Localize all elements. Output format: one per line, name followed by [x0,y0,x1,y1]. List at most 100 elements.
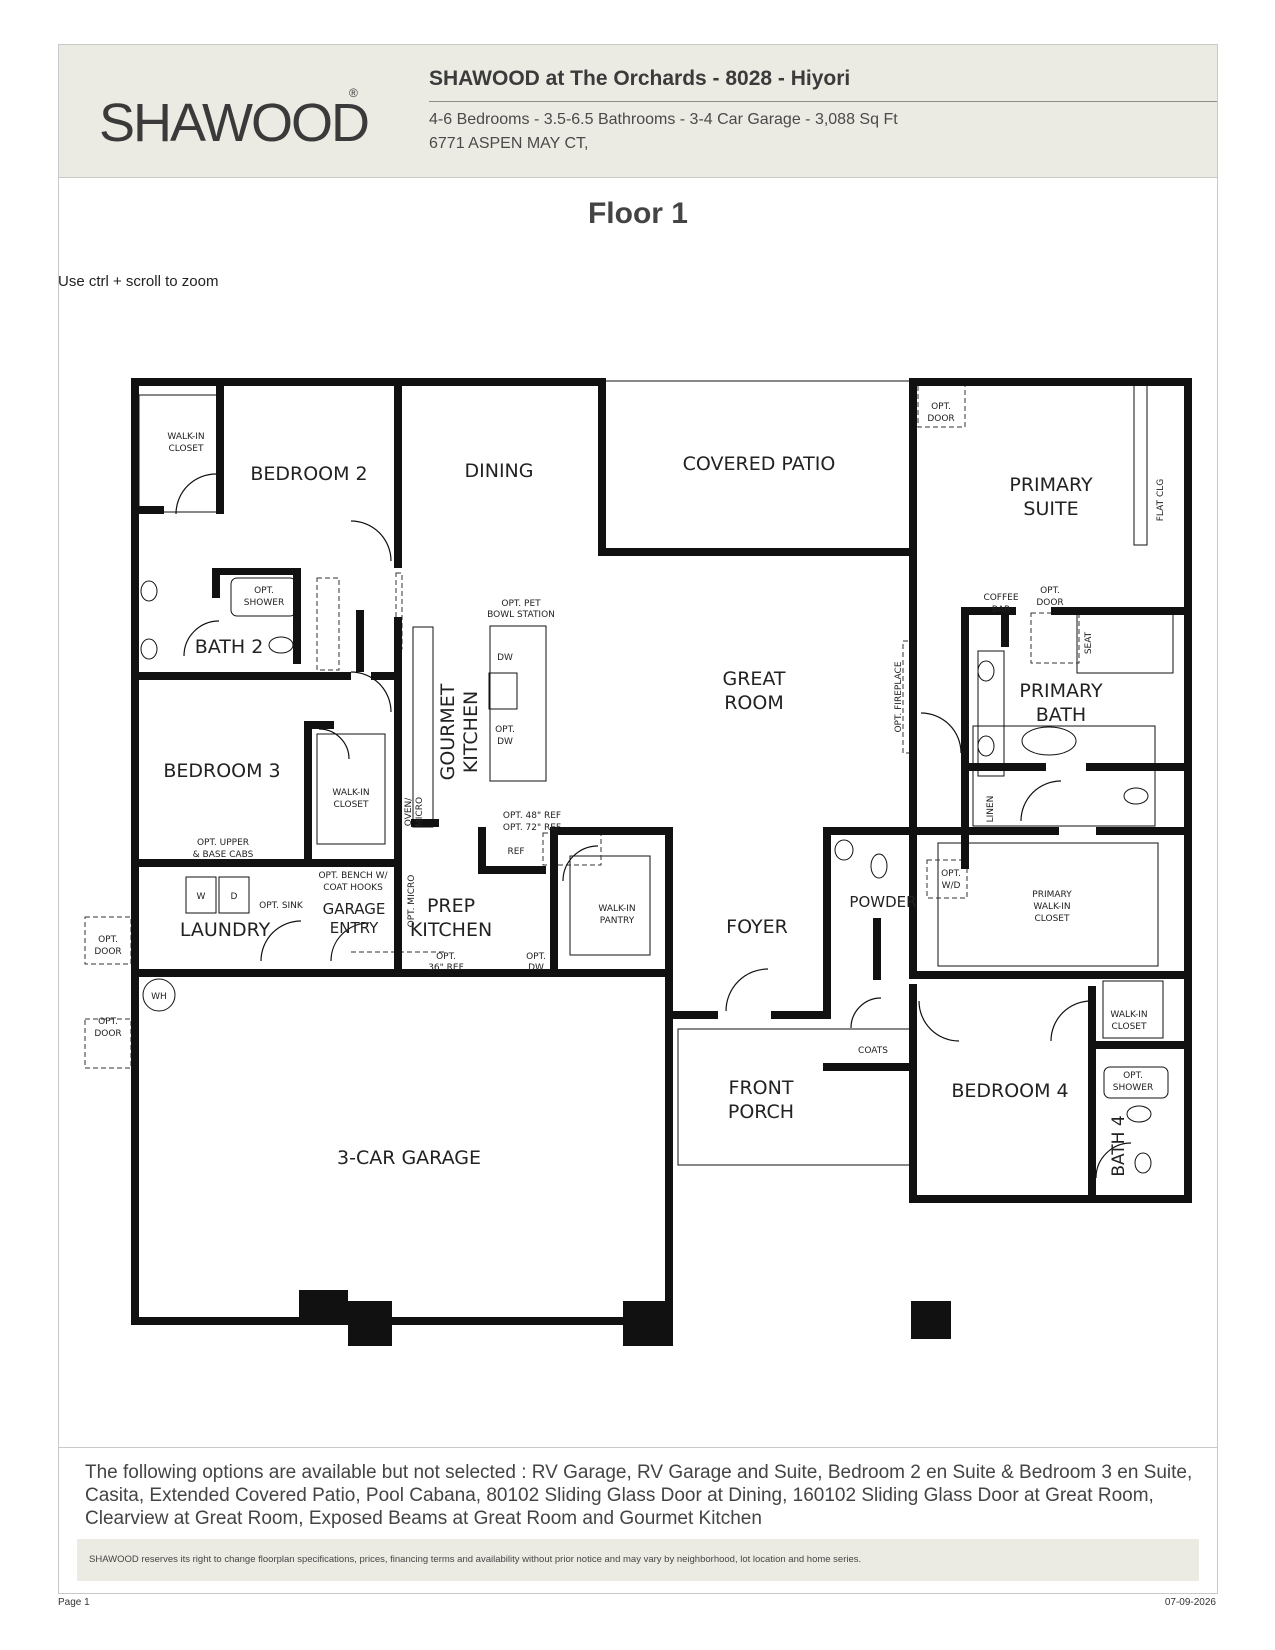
label-great-room-2: ROOM [724,692,784,714]
note-opt-dw-prep-2: DW [528,963,544,973]
label-front-porch-2: PORCH [728,1101,794,1123]
zoom-hint: Use ctrl + scroll to zoom [58,273,219,290]
note-opt-dw-1: OPT. [495,725,515,735]
note-primary-walkin-2: WALK-IN [1033,902,1070,912]
label-gourmet-kitchen-2: KITCHEN [460,691,482,773]
unselected-options-text: The following options are available but … [85,1462,1193,1529]
note-coffee-bar-2: BAR [992,605,1011,615]
note-opt-48-ref: OPT. 48" REF [503,811,561,821]
optional-dashed-features [84,380,1080,1069]
note-oven-micro-2: MICRO [415,797,425,827]
note-opt-wd-1: OPT. [941,869,961,879]
door-swings [175,473,1132,1179]
label-3-car-garage: 3-CAR GARAGE [337,1147,481,1169]
note-walkin-closet-bed3-2: CLOSET [334,800,369,810]
note-opt-door-garage-1: OPT. [98,1017,118,1027]
note-opt-door-suite-2: DOOR [927,414,954,424]
logo-registered-mark: ® [349,86,358,100]
note-opt-door-suite-1: OPT. [931,402,951,412]
note-opt-dw-2: DW [497,737,513,747]
note-primary-walkin-3: CLOSET [1035,914,1070,924]
label-prep-kitchen-2: KITCHEN [410,919,492,941]
label-prep-kitchen-1: PREP [427,895,475,917]
label-bedroom-3: BEDROOM 3 [163,760,280,782]
plan-specs: 4-6 Bedrooms - 3.5-6.5 Bathrooms - 3-4 C… [429,111,898,128]
page-number: Page 1 [58,1597,90,1608]
note-walkin-closet-bed2-2: CLOSET [169,444,204,454]
floor-title: Floor 1 [587,197,688,230]
label-garage-entry-2: ENTRY [330,919,379,937]
shawood-logo: SHAWOOD ® [99,86,370,153]
label-powder: POWDER [849,893,916,911]
note-opt-sink: OPT. SINK [259,901,304,911]
brochure-sheet: SHAWOOD ® SHAWOOD at The Orchards - 8028… [58,44,1218,1594]
label-primary-bath-2: BATH [1036,704,1086,726]
logo-wordmark: SHAWOOD [99,93,368,153]
note-opt-shower-bath4-2: SHOWER [1113,1083,1153,1093]
label-covered-patio: COVERED PATIO [683,453,836,475]
label-primary-bath-1: PRIMARY [1019,680,1103,702]
floor-plan[interactable]: BEDROOM 2 DINING COVERED PATIO PRIMARY S… [59,45,1217,1445]
label-gourmet-kitchen-1: GOURMET [437,683,459,780]
note-washer: W [197,892,206,902]
note-opt-dw-prep-1: OPT. [526,952,546,962]
note-opt-micro: OPT. MICRO [407,875,417,928]
bottom-divider [59,1447,1217,1448]
label-bath-4: BATH 4 [1109,1115,1129,1176]
note-water-heater: WH [151,992,167,1002]
note-opt-36-ref-1: OPT. [436,952,456,962]
note-walkin-pantry-2: PANTRY [600,916,635,926]
note-walkin-pantry-1: WALK-IN [598,904,635,914]
note-opt-door-laundry-2: DOOR [94,947,121,957]
note-opt-shower-bath2-1: OPT. [254,586,274,596]
label-bedroom-4: BEDROOM 4 [951,1080,1068,1102]
header-band: SHAWOOD ® SHAWOOD at The Orchards - 8028… [59,45,1217,178]
note-primary-walkin-1: PRIMARY [1032,890,1072,900]
label-foyer: FOYER [726,916,788,938]
fixture-notes: WALK-IN CLOSET OPT. SHOWER OPT. DOOR FLA… [94,402,1166,1093]
fixtures [140,580,1152,1174]
note-opt-shower-bath2-2: SHOWER [244,598,284,608]
note-opt-door-laundry-1: OPT. [98,935,118,945]
note-opt-upper-2: & BASE CABS [193,850,254,860]
note-opt-72-ref: OPT. 72" REF [503,823,561,833]
note-oven-micro-1: OVEN/ [404,797,414,827]
label-bath-2: BATH 2 [195,636,264,658]
note-opt-bench-1: OPT. BENCH W/ [318,871,388,881]
thin-outlines [138,379,1174,1166]
note-coats: COATS [858,1046,888,1056]
label-garage-entry-1: GARAGE [323,900,386,918]
note-dw: DW [497,653,513,663]
note-opt-shower-bath4-1: OPT. [1123,1071,1143,1081]
label-bedroom-2: BEDROOM 2 [250,463,367,485]
note-opt-door-bath-1: OPT. [1040,586,1060,596]
label-primary-suite-1: PRIMARY [1009,474,1093,496]
note-opt-bench-2: COAT HOOKS [323,883,383,893]
note-linen: LINEN [986,796,996,823]
note-flat-clg: FLAT CLG [1156,479,1166,522]
note-pet-bowl-2: BOWL STATION [487,610,555,620]
label-primary-suite-2: SUITE [1023,498,1078,520]
note-walkin-closet-bed4-1: WALK-IN [1110,1010,1147,1020]
walls [131,378,1192,1346]
note-opt-upper-1: OPT. UPPER [197,838,249,848]
note-opt-door-garage-2: DOOR [94,1029,121,1039]
note-opt-wd-2: W/D [942,881,961,891]
note-dryer: D [231,892,238,902]
plan-address: 6771 ASPEN MAY CT, [429,135,589,152]
header-divider [429,101,1217,102]
note-walkin-closet-bed2-1: WALK-IN [167,432,204,442]
note-ref: REF [507,847,524,857]
label-dining: DINING [465,460,534,482]
disclaimer-band: SHAWOOD reserves its right to change flo… [77,1539,1199,1581]
note-coffee-bar-1: COFFEE [983,593,1018,603]
note-walkin-closet-bed3-1: WALK-IN [332,788,369,798]
note-pet-bowl-1: OPT. PET [501,599,541,609]
note-opt-fireplace: OPT. FIREPLACE [894,661,904,732]
plan-title: SHAWOOD at The Orchards - 8028 - Hiyori [429,67,851,90]
note-opt-36-ref-2: 36" REF [428,963,464,973]
label-great-room-1: GREAT [722,668,785,690]
room-labels: BEDROOM 2 DINING COVERED PATIO PRIMARY S… [163,453,1129,1177]
label-laundry: LAUNDRY [180,919,271,941]
note-walkin-closet-bed4-2: CLOSET [1112,1022,1147,1032]
